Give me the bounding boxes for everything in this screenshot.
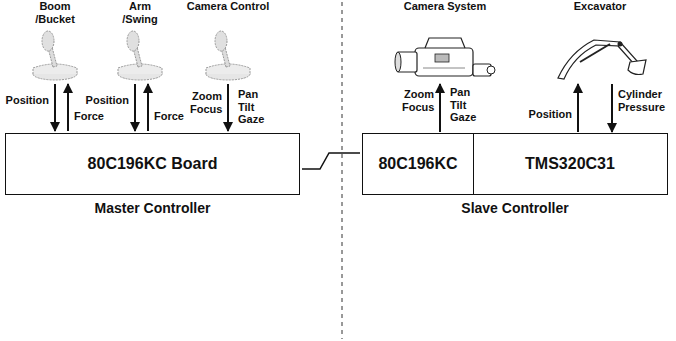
signal-label: Zoom Focus bbox=[189, 90, 223, 115]
signal-arrow bbox=[67, 84, 69, 131]
joystick: Camera Control bbox=[183, 0, 273, 82]
controller-box: Slave Controller80C196KCTMS320C31 bbox=[362, 133, 668, 195]
joystick-icon bbox=[25, 30, 85, 82]
controller-box: 80C196KC BoardMaster Controller bbox=[5, 133, 300, 195]
processor-section: 80C196KC bbox=[363, 134, 474, 194]
signal-label: Position bbox=[528, 108, 573, 121]
signal-arrow bbox=[147, 84, 149, 131]
processor-section: TMS320C31 bbox=[474, 134, 666, 194]
joystick-icon bbox=[110, 30, 170, 82]
signal-arrow bbox=[611, 84, 613, 132]
signal-label: Pan Tilt Gaze bbox=[237, 88, 267, 126]
joystick: Boom /Bucket bbox=[20, 0, 90, 82]
device-label: Camera System bbox=[390, 0, 500, 13]
signal-label: Position bbox=[85, 94, 130, 107]
device-label: Camera Control bbox=[183, 0, 273, 13]
device-label: Excavator bbox=[540, 0, 660, 13]
signal-arrow bbox=[134, 84, 136, 131]
signal-label: Cylinder Pressure bbox=[617, 88, 675, 113]
device-label: Arm /Swing bbox=[118, 0, 163, 25]
signal-label: Zoom Focus bbox=[401, 88, 435, 113]
signal-label: Force bbox=[153, 110, 185, 123]
master-slave-divider bbox=[342, 2, 343, 339]
signal-label: Position bbox=[5, 94, 50, 107]
radio-link bbox=[302, 153, 360, 169]
processor-name: 80C196KC bbox=[378, 155, 457, 173]
device-label: Boom /Bucket bbox=[31, 0, 79, 25]
joystick: Arm /Swing bbox=[105, 0, 175, 82]
signal-label: Pan Tilt Gaze bbox=[449, 86, 479, 124]
controller-caption: Master Controller bbox=[0, 200, 319, 216]
camera-system: Camera System bbox=[390, 0, 500, 82]
joystick-icon bbox=[198, 30, 258, 82]
excavator-icon bbox=[550, 32, 650, 82]
signal-arrow bbox=[577, 84, 579, 132]
processor-name: 80C196KC Board bbox=[88, 155, 218, 173]
signal-arrow bbox=[227, 84, 229, 131]
excavator: Excavator bbox=[540, 0, 660, 82]
signal-arrow bbox=[439, 84, 441, 132]
signal-label: Force bbox=[73, 110, 105, 123]
signal-arrow bbox=[54, 84, 56, 131]
processor-name: TMS320C31 bbox=[525, 155, 615, 173]
controller-caption: Slave Controller bbox=[343, 200, 676, 216]
camera-icon bbox=[395, 32, 495, 82]
